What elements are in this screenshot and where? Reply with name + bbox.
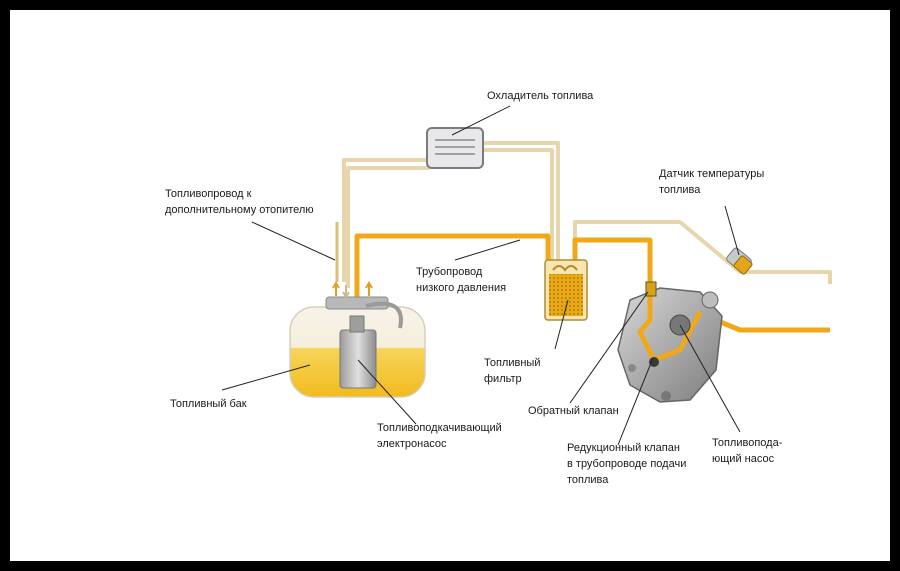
label-fuel-filter: Топливный фильтр xyxy=(484,357,541,385)
fuel-tank xyxy=(289,296,426,398)
fuel-temp-sensor xyxy=(726,247,753,275)
label-check-valve: Обратный клапан xyxy=(528,405,619,417)
label-fuel-pump: Топливопода- ющий насос xyxy=(712,437,783,465)
label-fuel-cooler: Охладитель топлива xyxy=(487,90,594,102)
flow-arrows xyxy=(332,281,373,299)
fuel-cooler xyxy=(426,127,484,169)
return-lines xyxy=(342,141,832,288)
label-fuel-tank: Топливный бак xyxy=(170,398,247,410)
label-low-pressure-line: Трубопровод низкого давления xyxy=(416,266,507,294)
diagram-canvas: Охладитель топлива Топливопровод к допол… xyxy=(10,10,890,561)
fuel-pump-housing xyxy=(617,281,723,403)
label-heater-line: Топливопровод к дополнительному отопител… xyxy=(165,188,314,216)
leader-lines xyxy=(221,105,741,446)
label-electric-pump: Топливоподкачивающий электронасос xyxy=(377,422,502,450)
label-fuel-temp-sensor: Датчик температуры топлива xyxy=(659,168,765,196)
label-reducing-valve: Редукционный клапан в трубопроводе подач… xyxy=(567,442,687,486)
fuel-system-drawing xyxy=(221,105,832,446)
fuel-filter xyxy=(544,259,588,321)
